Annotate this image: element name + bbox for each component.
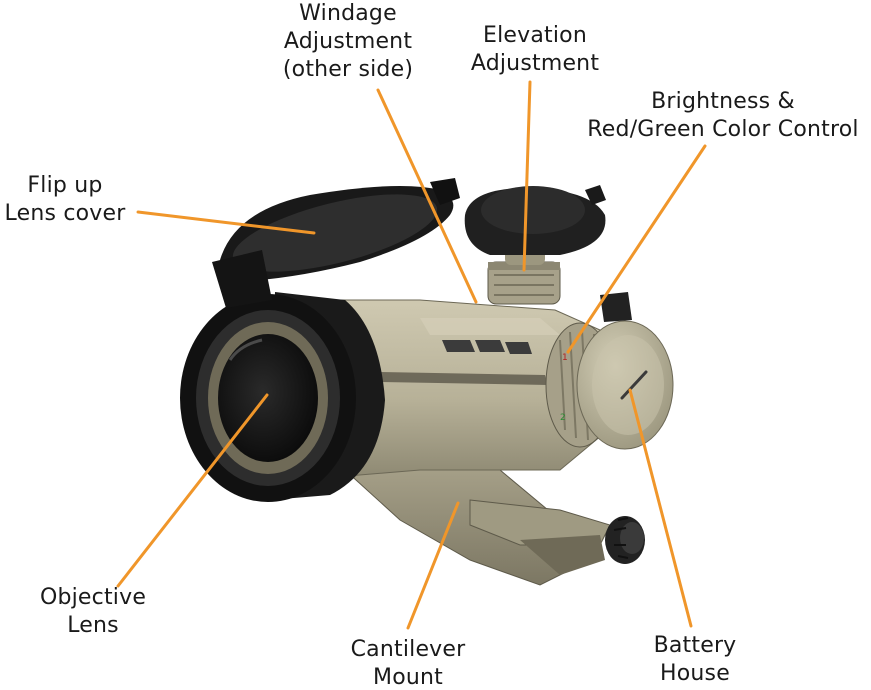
leader-battery [628, 388, 693, 628]
leader-objective [116, 393, 269, 588]
label-battery-line-2: House [660, 661, 730, 686]
label-battery-house: Battery House [630, 632, 760, 688]
label-elevation-adjustment: Elevation Adjustment [455, 22, 615, 78]
label-brightness-line-1: Brightness & [651, 89, 795, 114]
label-windage-line-3: (other side) [282, 57, 414, 82]
label-objective-line-2: Lens [67, 613, 119, 638]
leader-brightness [566, 144, 707, 354]
windage-grip-icon [442, 340, 532, 354]
label-lens-cover-line-2: Lens cover [4, 201, 126, 226]
objective-lens-assembly [180, 292, 385, 502]
label-battery-line-1: Battery [653, 633, 737, 658]
label-cantilever-line-2: Mount [373, 665, 443, 690]
svg-text:1: 1 [562, 353, 568, 363]
battery-cap-icon [576, 320, 674, 450]
label-objective-lens: Objective Lens [28, 584, 158, 640]
label-objective-line-1: Objective [39, 585, 147, 610]
label-brightness-line-2: Red/Green Color Control [587, 117, 859, 142]
elevation-cap-icon [464, 185, 606, 255]
rear-cap-hinge-icon [600, 292, 632, 322]
label-windage-adjustment: Windage Adjustment (other side) [263, 0, 433, 84]
label-windage-line-2: Adjustment [283, 29, 413, 54]
label-elevation-line-1: Elevation [483, 23, 587, 48]
label-windage-line-1: Windage [299, 1, 397, 26]
leader-elevation [522, 80, 532, 272]
lens-cover-icon [212, 178, 460, 308]
leader-cantilever [406, 501, 460, 630]
label-cantilever-line-1: Cantilever [350, 637, 466, 662]
label-elevation-line-2: Adjustment [470, 51, 600, 76]
leader-windage [376, 88, 478, 304]
svg-text:2: 2 [560, 413, 566, 423]
label-brightness-control: Brightness & Red/Green Color Control [568, 88, 871, 144]
label-flip-up-lens-cover: Flip up Lens cover [0, 172, 135, 228]
label-cantilever-mount: Cantilever Mount [338, 636, 478, 690]
cantilever-mount [343, 454, 611, 586]
leader-lines [116, 80, 707, 630]
leader-lens-cover [136, 210, 316, 235]
mount-screw-icon [605, 516, 645, 564]
label-lens-cover-line-1: Flip up [27, 173, 103, 198]
